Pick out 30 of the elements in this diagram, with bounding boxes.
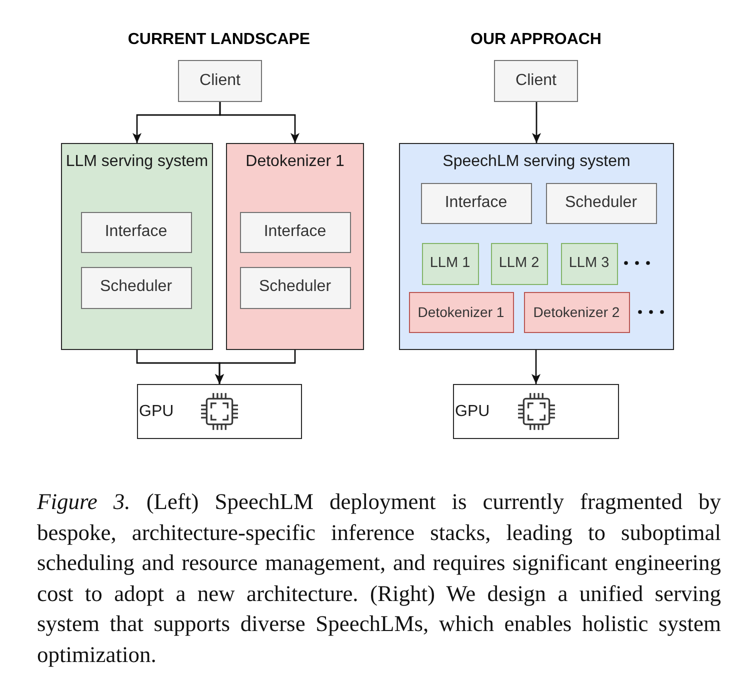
component-box: Client xyxy=(494,60,578,102)
panel-heading: LLM serving system xyxy=(66,152,208,171)
connector-arrow xyxy=(532,350,540,384)
component-box: Scheduler xyxy=(80,266,192,308)
gpu-box xyxy=(453,384,619,439)
figure-caption: Figure 3. (Left) SpeechLM deployment is currently fragmented by bespoke, architecture-specific inference stacks, leading to suboptimal scheduling and resource management, and requires significant engineering cost to adopt a new architecture. (Right) We design a unified serving system that supports diverse SpeechLMs, which enables holistic system optimization. xyxy=(37,488,721,669)
component-box: Interface xyxy=(80,212,192,252)
system-panel xyxy=(399,143,674,350)
connector-arrow xyxy=(215,350,296,384)
component-box: Interface xyxy=(420,182,532,224)
connector-arrow xyxy=(219,102,300,143)
gpu-label: GPU xyxy=(139,402,174,421)
gpu-box xyxy=(137,384,302,439)
system-panel xyxy=(61,143,213,350)
component-box: Detokenizer 1 xyxy=(408,292,514,332)
component-box: LLM 1 xyxy=(422,242,478,284)
system-panel xyxy=(226,143,364,350)
panel-heading: SpeechLM serving system xyxy=(442,152,630,171)
component-box: Interface xyxy=(240,212,350,252)
gpu-label: GPU xyxy=(455,402,490,421)
component-box: Client xyxy=(178,60,262,102)
panel-title: CURRENT LANDSCAPE xyxy=(126,30,312,49)
component-box: LLM 2 xyxy=(490,242,548,284)
panel-title: OUR APPROACH xyxy=(470,30,602,49)
component-box: Scheduler xyxy=(240,266,350,308)
component-box: Detokenizer 2 xyxy=(524,292,630,332)
panel-heading: Detokenizer 1 xyxy=(246,152,344,171)
component-box: Scheduler xyxy=(546,182,656,224)
component-box: LLM 3 xyxy=(560,242,618,284)
connector-arrow xyxy=(532,102,541,143)
